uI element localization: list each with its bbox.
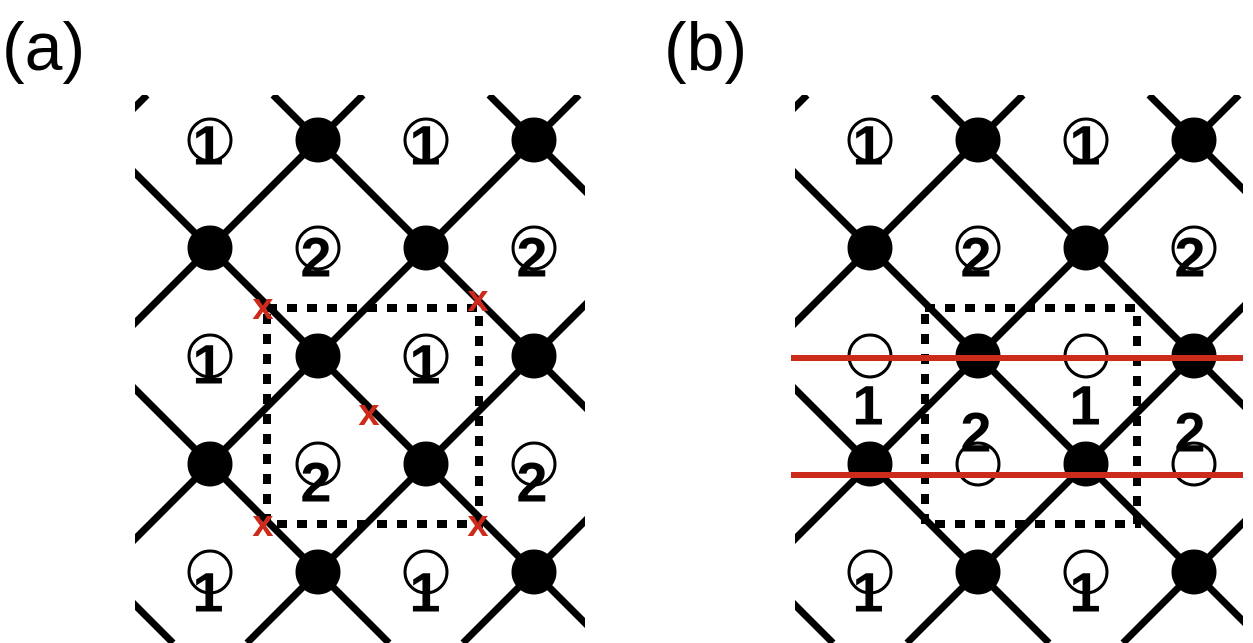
region-labels-b: 1 1 2 2 1 1 2 2 1 1: [852, 114, 1205, 624]
open-node: [403, 117, 449, 163]
region-label: 1: [409, 114, 440, 177]
filled-node: [295, 333, 341, 379]
open-node: [847, 117, 893, 163]
region-label: 1: [852, 561, 883, 624]
region-label: 2: [960, 226, 991, 289]
panel-a: (a) x x x x x 1 1 2 2 1 1 2 2 1 1: [2, 9, 1227, 643]
region-label: 1: [852, 374, 883, 437]
cut-markers-a: x x x x x: [252, 278, 488, 545]
open-node: [295, 225, 341, 271]
lattice-line: [1146, 95, 1243, 194]
open-node: [847, 549, 893, 595]
open-node: [187, 549, 233, 595]
filled-node: [955, 549, 1001, 595]
lattice-line: [135, 600, 176, 643]
region-label: 2: [516, 451, 547, 514]
filled-node: [511, 549, 557, 595]
region-label: 2: [300, 226, 331, 289]
lattice-line: [795, 600, 836, 643]
filled-node: [511, 117, 557, 163]
cut-marker: x: [467, 278, 488, 320]
lattice-line: [679, 95, 1227, 643]
panel-label-a: (a): [2, 9, 85, 85]
region-label: 1: [192, 561, 223, 624]
region-label: 1: [1069, 114, 1100, 177]
region-label: 2: [960, 401, 991, 464]
region-label: 2: [1174, 401, 1205, 464]
region-label: 1: [1069, 374, 1100, 437]
filled-node: [403, 225, 449, 271]
filled-node: [955, 117, 1001, 163]
panel-b: (b) 1 1 2 2 1 1 2 2 1 1: [0, 9, 1243, 643]
filled-node: [1171, 549, 1217, 595]
lattice-line: [0, 95, 185, 643]
lattice-line: [795, 95, 1026, 328]
filled-node: [511, 333, 557, 379]
open-node: [187, 333, 233, 379]
open-node: [1063, 117, 1109, 163]
region-label: 2: [1174, 226, 1205, 289]
unit-cell-dashed-b: [921, 304, 1141, 528]
filled-node: [295, 117, 341, 163]
cut-marker: x: [358, 392, 379, 434]
open-node: [1171, 225, 1217, 271]
filled-node: [847, 441, 893, 487]
filled-node: [187, 225, 233, 271]
lattice-lines-a: [135, 95, 1227, 643]
lattice-line: [1120, 518, 1243, 643]
panel-label-b: (b): [664, 9, 747, 85]
filled-node: [295, 549, 341, 595]
cut-marker: x: [467, 503, 488, 545]
lattice-nodes-a: [187, 117, 557, 595]
open-node: [295, 441, 341, 487]
lattice-line: [486, 95, 585, 196]
unit-cell-dashed-a: [263, 304, 483, 528]
lattice-line: [460, 516, 585, 643]
lattice-line: [135, 384, 392, 643]
region-label: 1: [192, 114, 223, 177]
filled-node: [1063, 441, 1109, 487]
lattice-line: [135, 95, 150, 112]
lattice-line: [135, 95, 366, 328]
open-node: [511, 225, 557, 271]
region-label: 1: [192, 333, 223, 396]
filled-node: [847, 225, 893, 271]
lattice-line: [795, 384, 1052, 643]
cut-marker: x: [252, 286, 273, 328]
region-label: 1: [409, 561, 440, 624]
lattice-lines-b: [0, 95, 1243, 643]
filled-node: [1063, 225, 1109, 271]
open-node: [403, 333, 449, 379]
region-label: 2: [300, 451, 331, 514]
open-node: [1063, 549, 1109, 595]
open-node: [187, 117, 233, 163]
region-label: 2: [516, 226, 547, 289]
filled-node: [403, 441, 449, 487]
open-node: [511, 441, 557, 487]
region-label: 1: [852, 114, 883, 177]
region-label: 1: [1069, 561, 1100, 624]
region-labels-a: 1 1 2 2 1 1 2 2 1 1: [192, 114, 547, 624]
cut-marker: x: [252, 503, 273, 545]
filled-node: [1171, 117, 1217, 163]
open-node: [955, 225, 1001, 271]
filled-node: [187, 441, 233, 487]
region-label: 1: [409, 333, 440, 396]
open-node: [403, 549, 449, 595]
